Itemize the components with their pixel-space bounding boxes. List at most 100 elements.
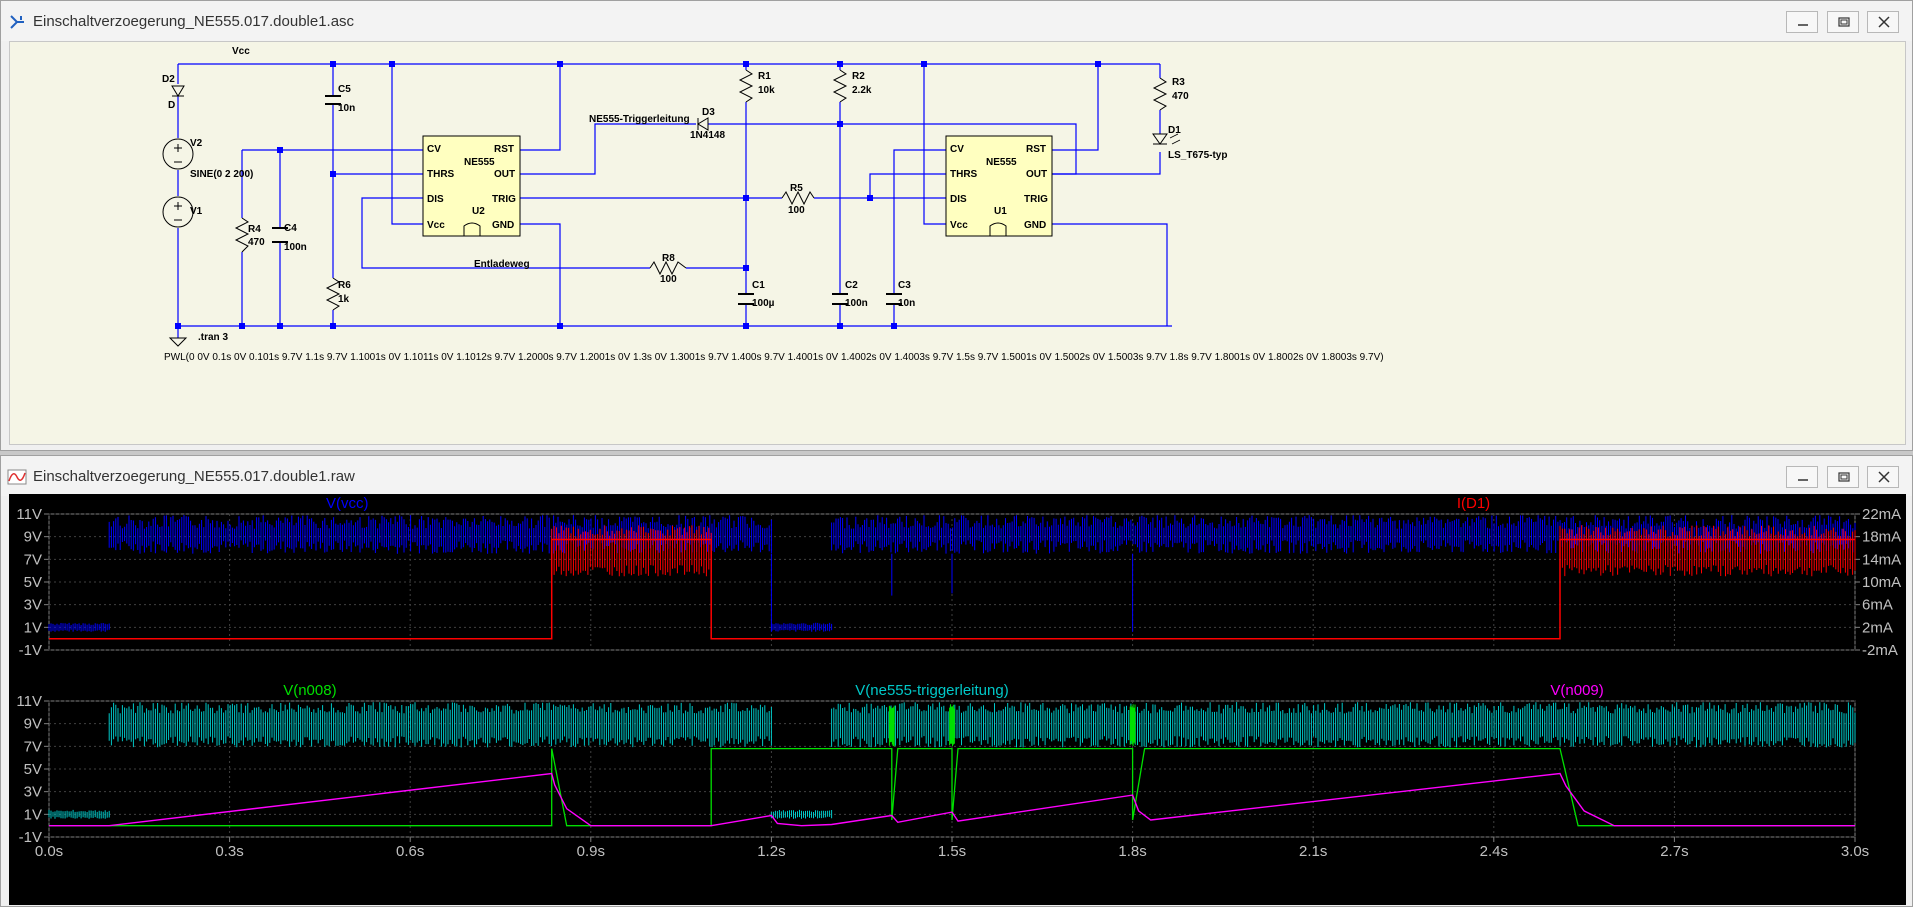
- r6-symbol[interactable]: [325, 277, 341, 311]
- waveform-restore-button[interactable]: [1827, 466, 1859, 488]
- d3-label: D3: [702, 107, 715, 118]
- waveform-close-button[interactable]: [1867, 466, 1899, 488]
- plot-pane-1: [44, 513, 1860, 651]
- schematic-window: Einschaltverzoegerung_NE555.017.double1.…: [0, 0, 1913, 451]
- trigger-net-label: NE555-Triggerleitung: [589, 114, 690, 125]
- components: [162, 69, 1181, 347]
- y-right-tick-label: 18mA: [1862, 529, 1901, 546]
- series-i-d1: [49, 525, 1856, 640]
- schematic-titlebar[interactable]: Einschaltverzoegerung_NE555.017.double1.…: [1, 1, 1912, 41]
- u1-ne555[interactable]: [945, 135, 1053, 237]
- c5-label: C5: [338, 84, 351, 95]
- c5-symbol[interactable]: [325, 95, 341, 105]
- y-right-tick-label: 22mA: [1862, 506, 1901, 523]
- x-tick-label: 1.5s: [938, 843, 966, 860]
- d3-symbol[interactable]: [697, 117, 709, 131]
- c3-symbol[interactable]: [886, 293, 902, 305]
- y-tick-label: 3V: [24, 784, 42, 801]
- x-tick-label: 1.8s: [1118, 843, 1146, 860]
- d2-symbol[interactable]: [171, 85, 185, 97]
- r1-symbol[interactable]: [738, 69, 754, 103]
- entladeweg-label: Entladeweg: [474, 259, 530, 270]
- r6-value: 1k: [338, 294, 350, 305]
- r5-value: 100: [788, 205, 805, 216]
- r8-symbol[interactable]: [649, 260, 687, 276]
- u1-pin-trig: TRIG: [1024, 194, 1048, 205]
- d1-symbol[interactable]: [1152, 133, 1168, 145]
- r5-symbol[interactable]: [781, 190, 815, 206]
- n008-burst: [1129, 704, 1136, 746]
- schematic-canvas[interactable]: Vcc D2 D V2 SINE(0 2 200) V1 R4 470 C4 1…: [9, 41, 1906, 445]
- r3-symbol[interactable]: [1152, 77, 1168, 111]
- v2-symbol[interactable]: [162, 138, 194, 170]
- y-tick-label: 1V: [24, 806, 42, 823]
- x-tick-label: 0.9s: [577, 843, 605, 860]
- close-icon: [1878, 471, 1890, 483]
- r8-label: R8: [662, 253, 675, 264]
- y-right-tick-label: 10mA: [1862, 574, 1901, 591]
- c4-symbol[interactable]: [272, 227, 288, 243]
- r6-label: R6: [338, 280, 351, 291]
- c3-label: C3: [898, 280, 911, 291]
- x-tick-label: 0.6s: [396, 843, 424, 860]
- legend-v-triggerleitung: V(ne555-triggerleitung): [855, 682, 1008, 699]
- trigger-trace: [48, 809, 110, 819]
- vcc-label: Vcc: [232, 46, 250, 57]
- r2-symbol[interactable]: [832, 69, 848, 103]
- x-tick-label: 0.3s: [215, 843, 243, 860]
- x-tick-label: 3.0s: [1841, 843, 1869, 860]
- u2-ne555[interactable]: [422, 135, 521, 237]
- c3-value: 10n: [898, 298, 915, 309]
- y-right-tick-label: 6mA: [1862, 597, 1893, 614]
- waveform-titlebar[interactable]: Einschaltverzoegerung_NE555.017.double1.…: [1, 456, 1912, 496]
- u1-label: U1: [994, 206, 1007, 217]
- trigger-trace: [108, 702, 772, 748]
- pwl-source-value[interactable]: PWL(0 0V 0.1s 0V 0.101s 9.7V 1.1s 9.7V 1…: [164, 352, 1384, 363]
- c2-symbol[interactable]: [832, 293, 848, 305]
- c2-value: 100n: [845, 298, 868, 309]
- waveform-minimize-button[interactable]: [1786, 466, 1818, 488]
- u1-type: NE555: [986, 157, 1017, 168]
- y-tick-label: 7V: [24, 551, 42, 568]
- r2-value: 2.2k: [852, 85, 872, 96]
- c4-label: C4: [284, 223, 297, 234]
- v1-symbol[interactable]: [162, 196, 194, 228]
- c1-value: 100µ: [752, 298, 775, 309]
- series-v-n009: [49, 772, 1855, 827]
- waveform-window-title: Einschaltverzoegerung_NE555.017.double1.…: [33, 468, 355, 485]
- u1-pin-vcc: Vcc: [950, 220, 968, 231]
- n008-burst: [949, 704, 955, 747]
- restore-button[interactable]: [1827, 11, 1859, 33]
- d3-model: 1N4148: [690, 130, 725, 141]
- c1-label: C1: [752, 280, 765, 291]
- d2-model: D: [168, 100, 175, 111]
- plot-pane-2: [44, 700, 1856, 842]
- r4-label: R4: [248, 224, 261, 235]
- series-v-ne555-triggerleitung: [48, 702, 1856, 819]
- restore-icon: [1838, 17, 1850, 27]
- y-right-tick-label: 14mA: [1862, 551, 1901, 568]
- legend-v-vcc: V(vcc): [326, 495, 369, 512]
- tran-directive[interactable]: .tran 3: [198, 332, 228, 343]
- x-tick-label: 2.4s: [1480, 843, 1508, 860]
- u1-pin-dis: DIS: [950, 194, 967, 205]
- waveform-app-icon: [7, 469, 27, 485]
- y-tick-label: 3V: [24, 597, 42, 614]
- r4-symbol[interactable]: [234, 217, 250, 253]
- c1-symbol[interactable]: [738, 293, 754, 305]
- series-v-n008: [49, 704, 1855, 827]
- minimize-button[interactable]: [1786, 11, 1818, 33]
- x-tick-label: 0.0s: [35, 843, 63, 860]
- y-tick-label: 9V: [24, 529, 42, 546]
- restore-icon: [1838, 472, 1850, 482]
- x-tick-label: 2.1s: [1299, 843, 1327, 860]
- y-tick-label: 7V: [24, 738, 42, 755]
- v1-label: V1: [190, 206, 203, 217]
- v-vcc-trace: [48, 622, 110, 632]
- n009-line: [49, 772, 1855, 827]
- junctions: [175, 61, 1101, 329]
- v-vcc-trace: [771, 622, 833, 632]
- close-button[interactable]: [1867, 11, 1899, 33]
- d2-label: D2: [162, 74, 175, 85]
